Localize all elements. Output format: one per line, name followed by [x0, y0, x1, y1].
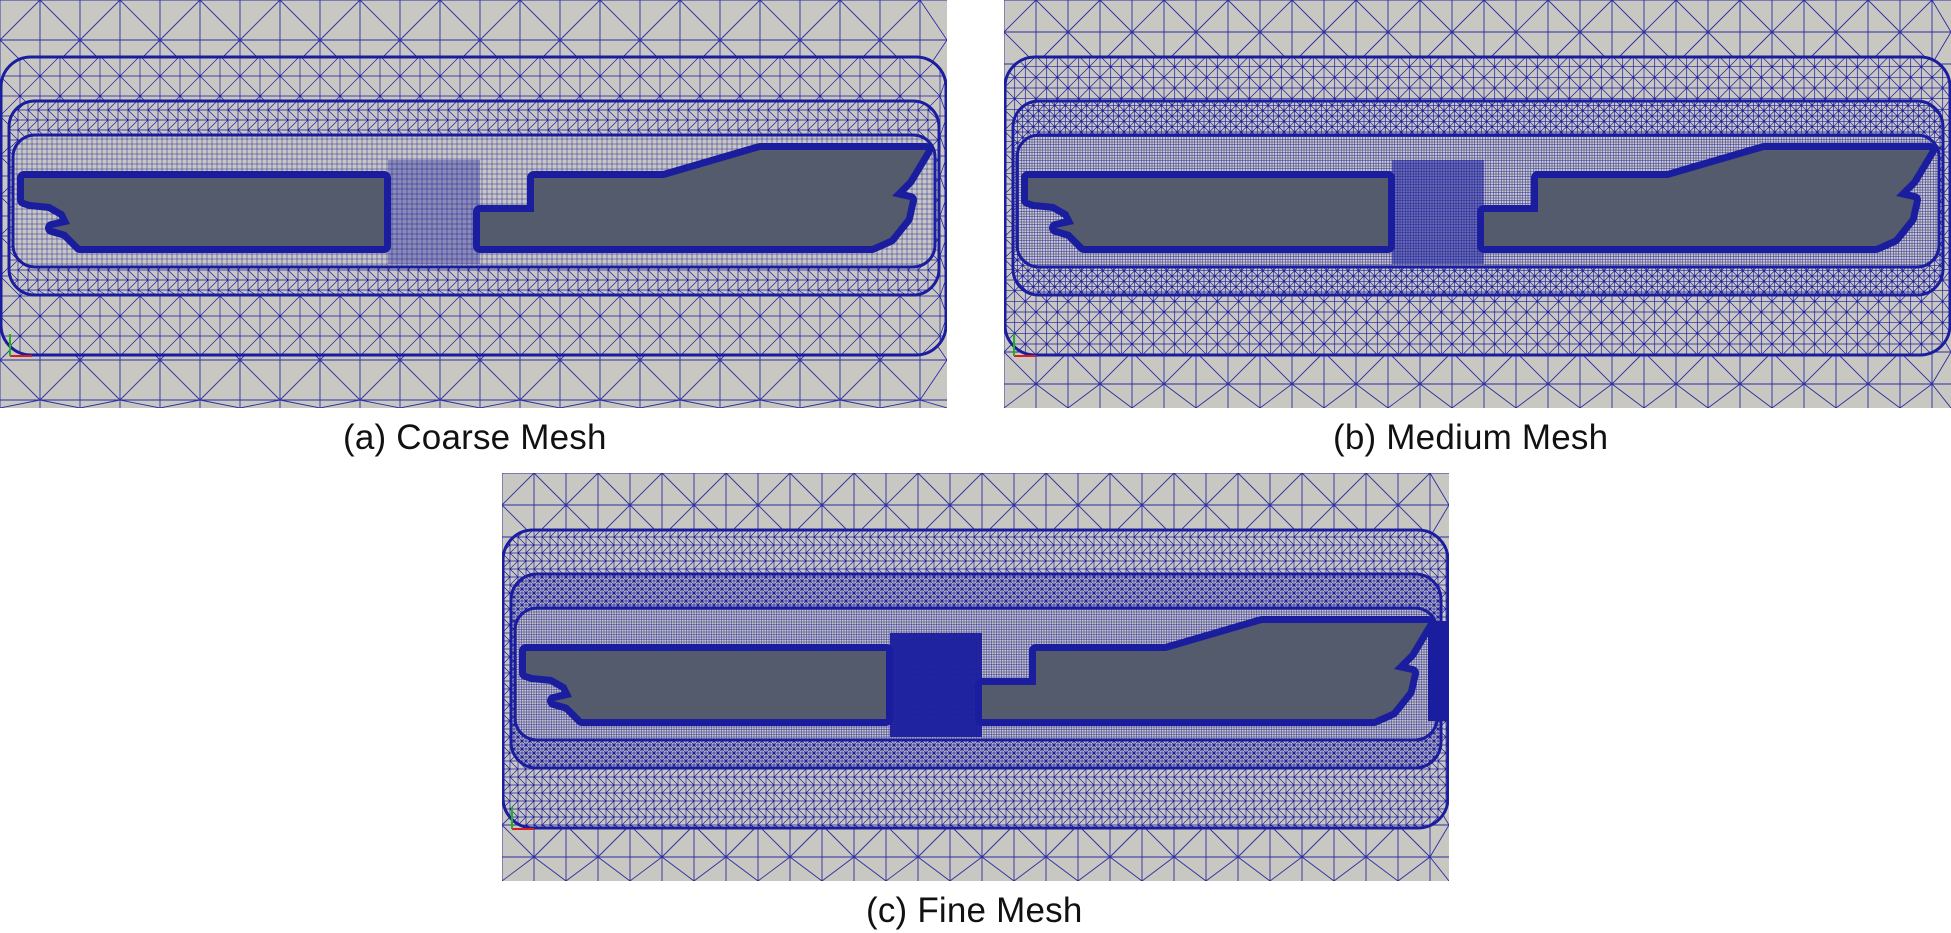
refinement-zone-1-border: [1004, 55, 1951, 357]
caption-medium-mesh: (b) Medium Mesh: [1333, 418, 1609, 457]
right-hull: [1484, 150, 1930, 246]
panel-coarse-mesh: [0, 0, 947, 408]
panel-fine-mesh: [502, 473, 1449, 881]
right-hull: [480, 150, 926, 246]
panel-medium-mesh: [1004, 0, 1951, 408]
left-hull: [1028, 178, 1388, 246]
refinement-zone-2-border: [1011, 99, 1945, 297]
left-hull: [526, 651, 886, 719]
refinement-zone-2-border: [7, 99, 941, 297]
caption-coarse-mesh: (a) Coarse Mesh: [343, 418, 607, 457]
refinement-zone-1-border: [0, 55, 947, 357]
axes-triad: [1013, 334, 1036, 357]
mesh-image-fine: [502, 473, 1449, 881]
mesh-image-medium: [1004, 0, 1951, 408]
inter-hull-gap-mesh: [1392, 160, 1484, 264]
bow-dense-mesh: [1428, 621, 1449, 721]
far-field-mesh: [0, 0, 947, 408]
axes-triad: [511, 807, 534, 830]
inter-hull-gap-mesh: [890, 633, 982, 737]
mesh-image-coarse: [0, 0, 947, 408]
refinement-zone-3-border: [1015, 133, 1941, 269]
caption-fine-mesh: (c) Fine Mesh: [866, 891, 1083, 930]
refinement-zone-3-border: [11, 133, 937, 269]
axes-triad: [9, 334, 32, 357]
right-hull: [982, 623, 1428, 719]
inter-hull-gap-mesh: [388, 160, 480, 264]
left-hull: [24, 178, 384, 246]
